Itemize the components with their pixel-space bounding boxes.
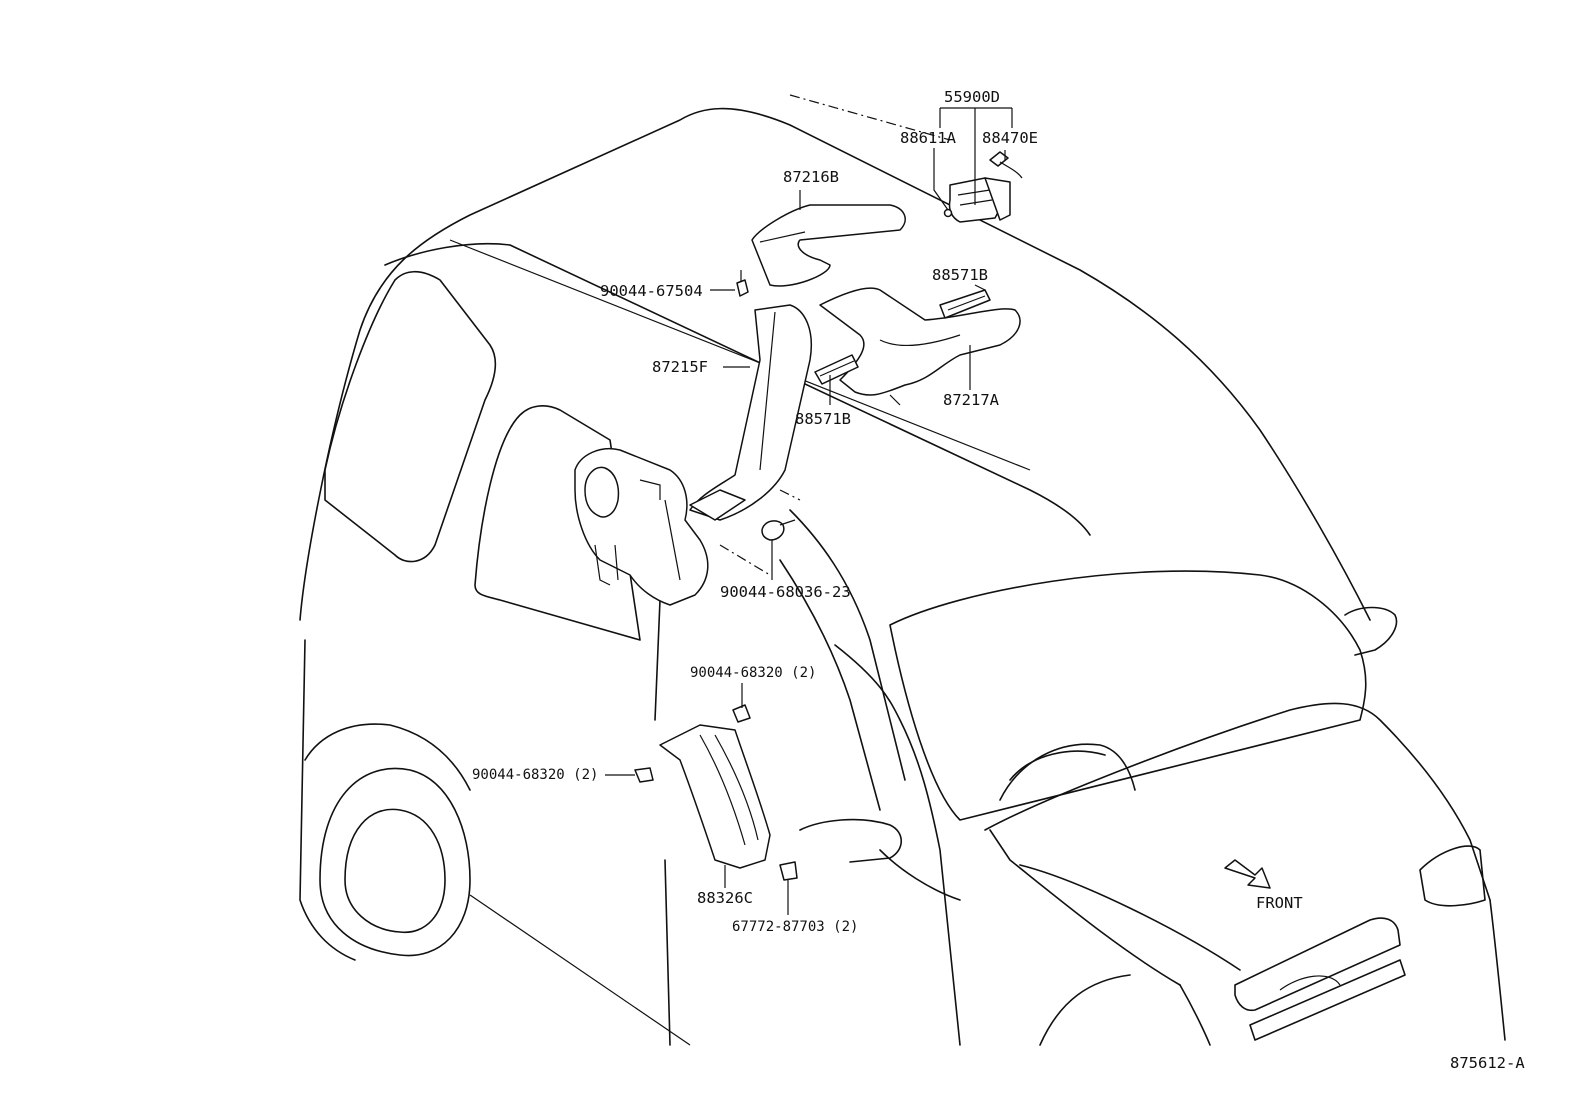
clip-90044-67504 — [736, 270, 749, 297]
clip-90044-68320-top — [732, 704, 751, 723]
clip-90044-68320-left — [634, 767, 654, 783]
duct-87217A — [819, 287, 1021, 406]
label-88571B-top: 88571B — [932, 266, 988, 284]
vehicle-outline — [299, 94, 1506, 1046]
duct-88326C — [659, 724, 771, 869]
label-90044-68320-left: 90044-68320 (2) — [472, 767, 598, 783]
label-90044-68320-top: 90044-68320 (2) — [690, 665, 816, 681]
blower-unit — [574, 448, 709, 606]
label-87215F: 87215F — [652, 358, 708, 376]
label-90044-67504: 90044-67504 — [600, 282, 703, 300]
front-arrow-icon — [1224, 859, 1271, 889]
clip-67772-87703 — [779, 861, 798, 881]
label-88611A: 88611A — [900, 129, 957, 147]
label-87217A: 87217A — [943, 391, 1000, 409]
label-88326C: 88326C — [697, 889, 753, 907]
label-88571B-mid: 88571B — [795, 410, 851, 428]
label-55900D: 55900D — [944, 88, 1000, 106]
duct-87215F — [689, 304, 812, 521]
duct-87216B — [751, 204, 906, 287]
vent-grille-88571B-top — [939, 289, 991, 319]
control-panel-55900D — [943, 151, 1023, 223]
label-88470E: 88470E — [982, 129, 1038, 147]
leader-lines — [605, 107, 1013, 915]
label-87216B: 87216B — [783, 168, 839, 186]
label-front: FRONT — [1256, 894, 1303, 912]
label-90044-68036-23: 90044-68036-23 — [720, 583, 851, 601]
vent-grille-88571B-mid — [814, 354, 859, 385]
label-67772-87703: 67772-87703 (2) — [732, 919, 858, 935]
clip-90044-68036-23 — [761, 519, 796, 541]
label-reference-number: 875612-A — [1450, 1054, 1525, 1072]
